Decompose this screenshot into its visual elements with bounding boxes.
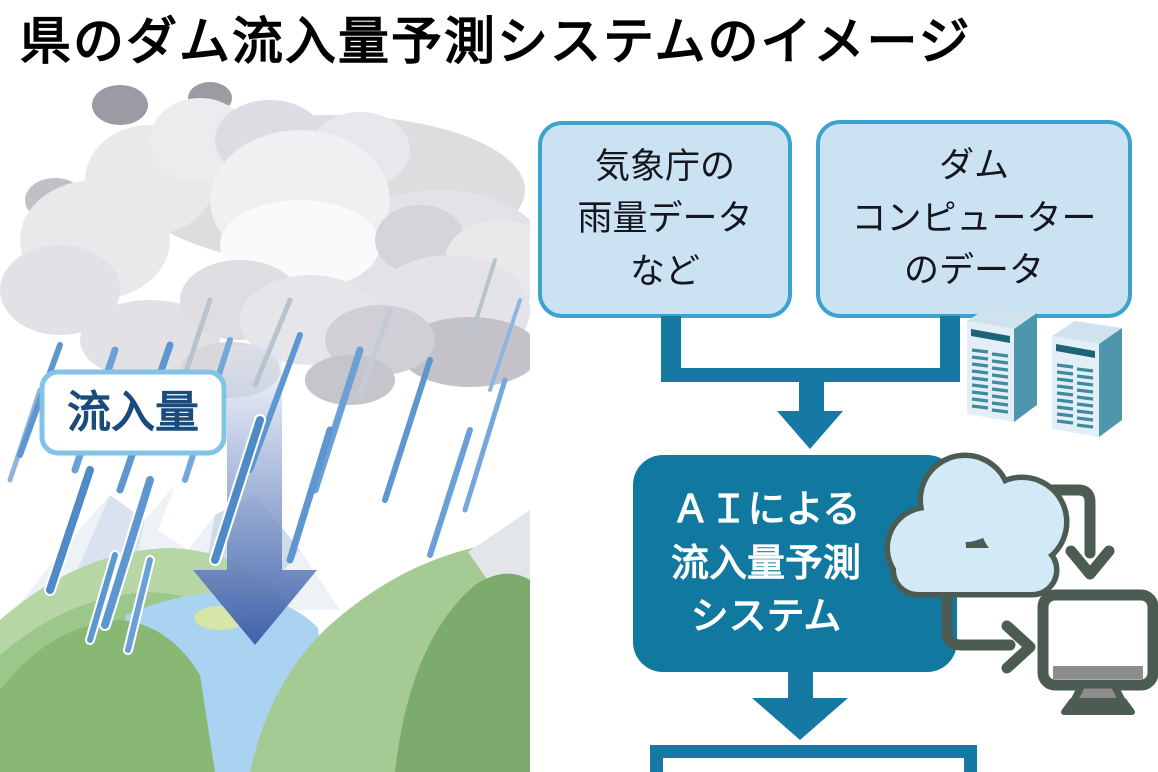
source-box-dam-line1: ダム [938,146,1009,187]
source-box-dam-line3: のデータ [903,251,1044,292]
source-box-dam: ダム コンピューター のデータ [816,120,1132,318]
inflow-label-text: 流入量 [67,387,199,438]
ai-box-line2: 流入量予測 [670,540,861,585]
arrow-right-chevron [1001,620,1036,674]
ai-box-line3: システム [690,594,842,639]
rain-streaks-icon [7,258,522,655]
page-title: 県のダム流入量予測システムのイメージ [20,13,972,72]
merge-arrow-connector [661,316,960,449]
source-box-dam-line2: コンピューター [851,198,1097,239]
ai-system-box: ＡＩによる 流入量予測 システム [633,455,957,672]
hills-front-icon [0,510,530,772]
source-box-jma-line1: 気象庁の [594,146,735,187]
output-box [650,745,977,772]
arrow-down-chevron [1065,545,1115,580]
rainfall-inflow-illustration: 流入量 [0,82,530,772]
inflow-label: 流入量 [39,369,227,456]
inflow-arrow-icon [193,345,317,645]
server-towers-icon [967,306,1122,437]
source-box-jma-line2: 雨量データ [577,199,753,240]
storm-clouds-icon [0,82,530,405]
source-box-jma: 気象庁の 雨量データ など [538,121,792,318]
ai-box-line1: ＡＩによる [671,486,861,531]
monitor-icon [1037,589,1158,715]
cloud-transfer-arrows-icon [941,484,1115,674]
source-box-jma-line3: など [629,251,700,292]
down-arrow-connector [752,668,848,740]
